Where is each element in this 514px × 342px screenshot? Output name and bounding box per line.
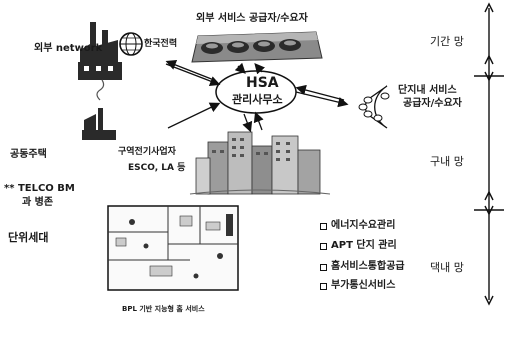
checkbox-icon — [320, 243, 327, 250]
service-array-icon — [192, 32, 322, 62]
kepco-label: 한국전력 — [144, 40, 177, 49]
service-item-label: 홈서비스통합공급 — [331, 262, 405, 272]
service-item: APT 단지 관리 — [320, 241, 397, 251]
hsa-title: HSA — [246, 76, 279, 90]
hsa-subtitle: 관리사무소 — [232, 94, 283, 105]
complex-service-icon — [359, 86, 389, 128]
network-level-scale — [474, 4, 504, 304]
complex-service-label-1: 단지내 서비스 — [398, 86, 457, 96]
district-plant-icon — [82, 80, 116, 140]
complex-service-label-2: 공급자/수요자 — [403, 99, 462, 109]
service-item-label: 부가통신서비스 — [331, 281, 395, 291]
checkbox-icon — [320, 264, 327, 271]
globe-icon — [120, 33, 142, 55]
telco-label-1: ** TELCO BM — [4, 184, 75, 194]
level-premises: 구내 망 — [430, 156, 464, 167]
district-energy-label: 구역전기사업자 — [118, 148, 176, 157]
service-item: 에너지수요관리 — [320, 221, 395, 231]
service-item: 부가통신서비스 — [320, 281, 395, 291]
checkbox-icon — [320, 283, 327, 290]
service-item-label: 에너지수요관리 — [331, 221, 395, 231]
level-home: 댁내 망 — [430, 262, 464, 273]
esco-label: ESCO, LA 등 — [128, 164, 185, 173]
household-label: 단위세대 — [8, 232, 48, 243]
level-backbone: 기간 망 — [430, 36, 464, 47]
external-service-label: 외부 서비스 공급자/수요자 — [196, 14, 308, 24]
telco-label-2: 과 병존 — [22, 198, 53, 208]
service-item-label: APT 단지 관리 — [331, 241, 397, 251]
service-item: 홈서비스통합공급 — [320, 262, 405, 272]
checkbox-icon — [320, 223, 327, 230]
apartment-label: 공동주택 — [10, 150, 47, 160]
house-floorplan — [108, 206, 238, 290]
external-network-label: 외부 network — [34, 44, 102, 54]
apartment-buildings-icon — [190, 132, 330, 194]
house-caption: BPL 기반 지능형 홈 서비스 — [122, 306, 205, 313]
